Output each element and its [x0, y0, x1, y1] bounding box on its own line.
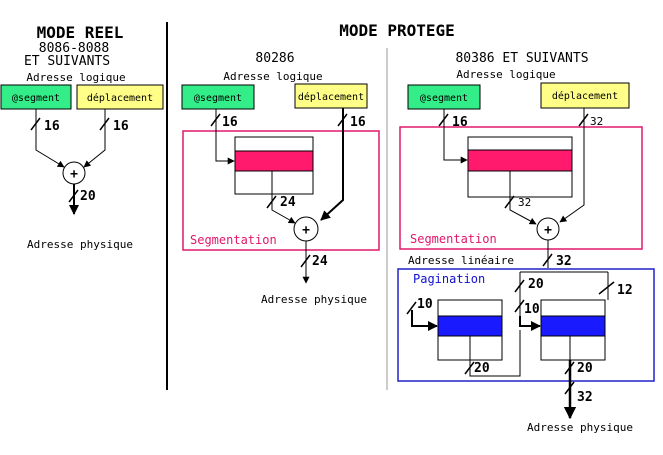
- real-out-width: 20: [80, 189, 96, 204]
- i286-table-wire: [271, 194, 296, 224]
- real-offset-wire: [83, 109, 106, 168]
- i286-segmentation-frame: [182, 130, 380, 251]
- i286-seg-width-tick: [210, 113, 221, 127]
- i386-logical-address-label: Adresse logique: [456, 68, 555, 81]
- i386-offset-wire: [559, 108, 585, 223]
- i386-segmentation-label: Segmentation: [410, 232, 497, 246]
- i386-table-index-wire: [519, 316, 541, 331]
- i386-dir-out-tick: [464, 361, 475, 375]
- i286-physical-address-label: Adresse physique: [261, 293, 367, 306]
- i286-off-width: 16: [350, 115, 366, 130]
- i386-dir-width-tick: [406, 301, 417, 315]
- real-cpu-line1: 8086-8088: [39, 41, 109, 56]
- i386-page-out-width: 20: [577, 361, 593, 376]
- i386-segment-label: @segment: [420, 93, 468, 104]
- i386-off-width-tick: [578, 113, 589, 127]
- i386-segmentation-frame: [399, 126, 643, 250]
- i386-segment-wire: [443, 109, 468, 164]
- real-off-width-tick: [99, 117, 110, 131]
- real-physical-address-label: Adresse physique: [27, 238, 133, 251]
- i386-dir-index-wire: [411, 310, 438, 331]
- real-offset-label: déplacement: [87, 92, 153, 104]
- protected-mode-title: MODE PROTEGE: [339, 21, 455, 40]
- i386-dir-out-width: 20: [474, 361, 490, 376]
- i386-dir-width: 10: [417, 297, 433, 312]
- i386-segment-box: [407, 84, 481, 110]
- i386-pagination-label: Pagination: [413, 272, 485, 286]
- i386-page-off-width: 12: [617, 283, 633, 298]
- i286-descriptor-entry: [234, 150, 314, 172]
- i386-table-width-tick: [504, 195, 515, 209]
- i386-off-width: 32: [590, 115, 603, 128]
- i286-logical-address-label: Adresse logique: [223, 70, 322, 83]
- i386-descriptor-entry: [467, 149, 573, 172]
- i386-cpu-label: 80386 ET SUIVANTS: [455, 51, 588, 66]
- real-segment-label: @segment: [12, 93, 60, 104]
- i386-page-off-tick: [598, 281, 615, 295]
- real-adder-plus: +: [70, 167, 78, 182]
- i286-table-width: 24: [280, 195, 296, 210]
- i386-out-width: 32: [577, 390, 593, 405]
- i286-out-width-tick: [300, 254, 311, 268]
- real-segment-box: [0, 84, 72, 110]
- real-mode-title: MODE REEL: [37, 23, 124, 42]
- real-out-width-tick: [68, 189, 79, 203]
- i286-offset-label: déplacement: [298, 91, 364, 103]
- i286-adder-plus: +: [302, 223, 310, 238]
- i386-offset-label: déplacement: [552, 90, 618, 102]
- real-mode-section: MODE REEL 8086-8088 ET SUIVANTS Adresse …: [0, 23, 164, 251]
- i386-tidx-width: 10: [524, 302, 540, 317]
- i386-table-entry: [540, 315, 606, 337]
- i386-pagination-frame: [397, 268, 655, 382]
- i286-segment-box: [181, 84, 255, 110]
- real-off-width: 16: [113, 119, 129, 134]
- i386-linear-width: 32: [556, 254, 572, 269]
- i286-offset-wire: [320, 108, 344, 221]
- i386-linear-address-label: Adresse linéaire: [408, 254, 514, 267]
- i286-offset-box: [294, 83, 368, 109]
- i386-tidx-width-tick: [514, 299, 525, 313]
- i286-cpu-label: 80286: [255, 51, 294, 66]
- i386-seg-width-tick: [438, 113, 449, 127]
- i386-out-width-tick: [564, 381, 575, 395]
- i286-table-width-tick: [266, 195, 277, 209]
- i386-seg-width: 16: [452, 115, 468, 130]
- i286-seg-width: 16: [222, 115, 238, 130]
- i386-top-width: 20: [528, 277, 544, 292]
- i386-table-width: 32: [518, 196, 531, 209]
- i386-directory-entry: [437, 315, 503, 337]
- i386-adder-plus: +: [544, 223, 552, 238]
- i386-linear-width-tick: [542, 253, 553, 267]
- real-seg-width-tick: [30, 117, 41, 131]
- real-offset-box: [76, 84, 164, 110]
- real-segment-wire: [35, 109, 65, 168]
- i386-section: 80386 ET SUIVANTS Adresse logique @segme…: [397, 51, 655, 434]
- i286-segmentation-label: Segmentation: [190, 233, 277, 247]
- i386-page-out-tick: [564, 361, 575, 375]
- real-logical-address-label: Adresse logique: [26, 71, 125, 84]
- i386-top-width-tick: [514, 279, 525, 293]
- i286-out-width: 24: [312, 254, 328, 269]
- real-cpu-line2: ET SUIVANTS: [24, 54, 110, 69]
- i386-offset-box: [540, 82, 630, 109]
- i286-segment-wire: [215, 109, 235, 165]
- i286-off-width-tick: [337, 113, 348, 127]
- i386-physical-address-label: Adresse physique: [527, 421, 633, 434]
- i286-section: 80286 Adresse logique @segment déplaceme…: [181, 51, 380, 306]
- i286-segment-label: @segment: [194, 93, 242, 104]
- real-seg-width: 16: [44, 119, 60, 134]
